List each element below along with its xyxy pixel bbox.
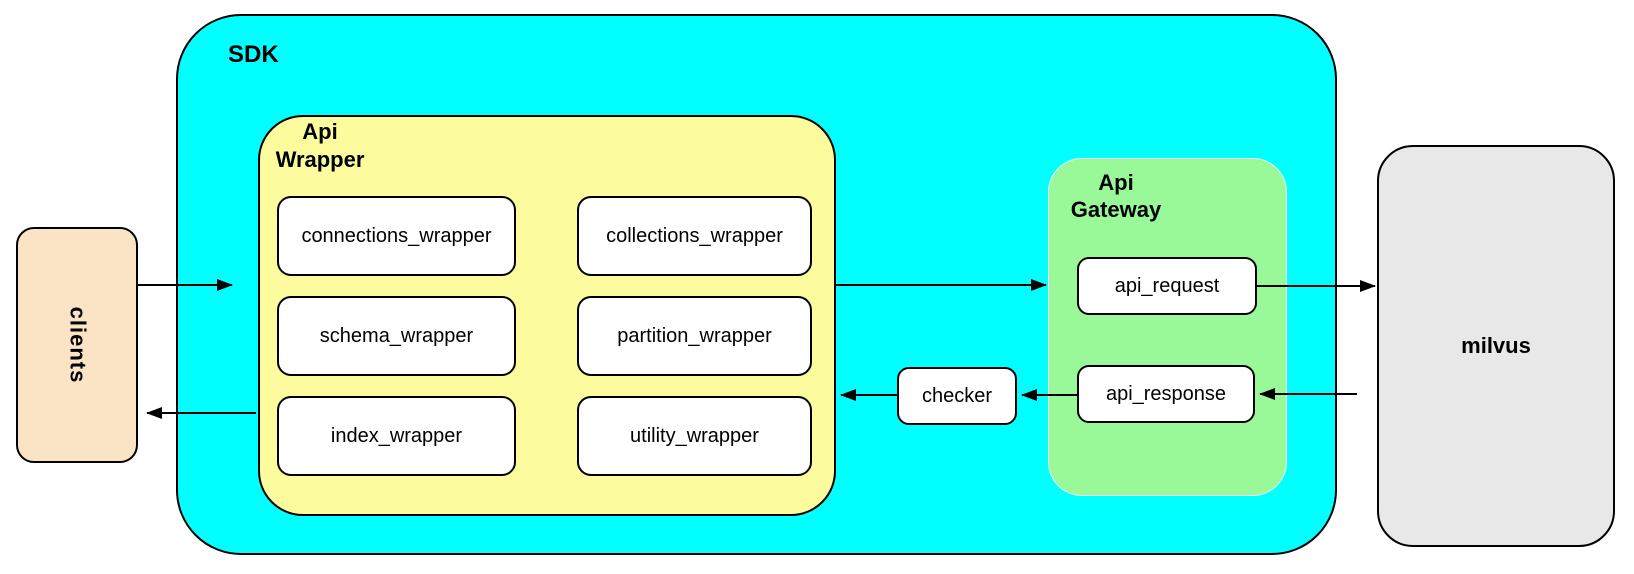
api-gateway-label-line2: Gateway (1070, 197, 1162, 222)
api-wrapper-label-line1: Api (302, 119, 338, 144)
collections-wrapper-node: collections_wrapper (577, 196, 812, 276)
milvus-node: milvus (1377, 145, 1615, 547)
api-request-node: api_request (1077, 257, 1257, 315)
schema-wrapper-node: schema_wrapper (277, 296, 516, 376)
index-wrapper-node: index_wrapper (277, 396, 516, 476)
utility-wrapper-node: utility_wrapper (577, 396, 812, 476)
checker-node: checker (897, 367, 1017, 425)
api-gateway-label: Api Gateway (1058, 169, 1174, 223)
clients-label: clients (64, 306, 90, 384)
api-gateway-label-line1: Api (1098, 170, 1134, 195)
api-gateway-container (1048, 158, 1287, 496)
partition-wrapper-node: partition_wrapper (577, 296, 812, 376)
api-wrapper-label-line2: Wrapper (275, 147, 365, 172)
sdk-label: SDK (228, 41, 279, 68)
clients-node: clients (16, 227, 138, 463)
connections-wrapper-node: connections_wrapper (277, 196, 516, 276)
api-response-node: api_response (1077, 365, 1255, 423)
api-wrapper-label: Api Wrapper (262, 118, 378, 174)
